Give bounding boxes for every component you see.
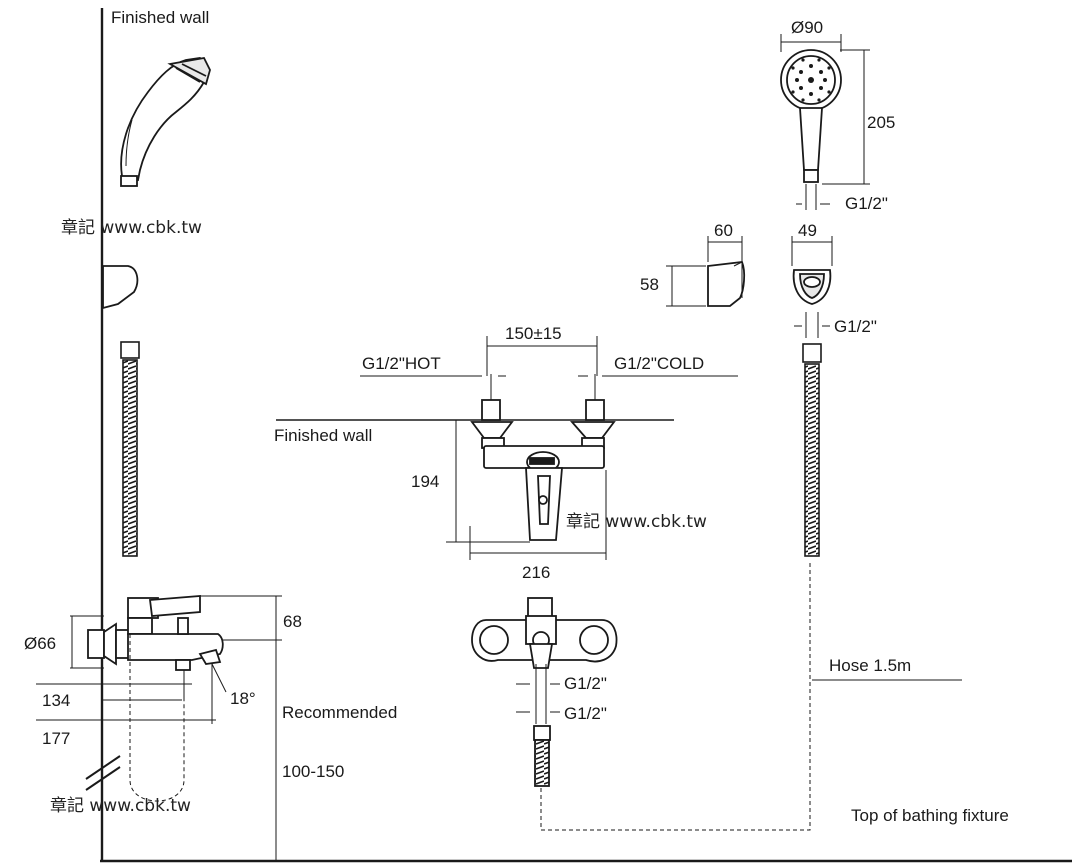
front-handshower (780, 49, 842, 183)
side-mixer (87, 595, 224, 671)
dim-150: 150±15 (505, 324, 562, 343)
bottom-mixer-front (471, 597, 618, 787)
dim-49: 49 (798, 221, 817, 240)
finished-wall-label-mid: Finished wall (274, 426, 373, 445)
dim-134: 134 (42, 691, 71, 710)
side-dimension-lines (36, 595, 282, 862)
watermark-3: 章記 www.cbk.tw (50, 796, 191, 816)
dim-216: 216 (522, 563, 551, 582)
thread-holder: G1/2" (834, 317, 877, 336)
watermark-2: 章記 www.cbk.tw (566, 512, 707, 532)
recommended-label: Recommended (282, 703, 398, 722)
top-of-fixture-label: Top of bathing fixture (851, 806, 1009, 825)
dim-68: 68 (283, 612, 302, 631)
thread-handshower: G1/2" (845, 194, 888, 213)
front-mixer-body (470, 421, 616, 541)
front-dimension-lines (360, 336, 738, 560)
bottom-dimension-lines (516, 560, 962, 831)
holder-dimension-lines (666, 236, 743, 307)
dim-58: 58 (640, 275, 659, 294)
outlet-thread-1: G1/2" (564, 674, 607, 693)
handshower-dimension-lines (780, 34, 870, 210)
side-hose (120, 341, 140, 557)
dim-194: 194 (411, 472, 440, 491)
inlet-cold-label: G1/2"COLD (614, 354, 705, 373)
holder-front (792, 269, 832, 305)
holder-side (707, 261, 746, 307)
front-hose (802, 343, 822, 557)
finished-wall-label-top: Finished wall (111, 8, 210, 27)
inlet-hot-label: G1/2"HOT (362, 354, 441, 373)
dim-205: 205 (867, 113, 896, 132)
side-holder (102, 265, 139, 310)
dim-phi66: Ø66 (24, 634, 57, 653)
dim-100-150: 100-150 (282, 762, 345, 781)
hose-label: Hose 1.5m (829, 656, 912, 675)
outlet-thread-2: G1/2" (564, 704, 607, 723)
front-inlet-fittings (481, 374, 605, 421)
side-handshower (120, 56, 211, 187)
dim-phi90: Ø90 (791, 18, 824, 37)
dim-60: 60 (714, 221, 733, 240)
watermark-1: 章記 www.cbk.tw (61, 218, 202, 238)
dim-177: 177 (42, 729, 71, 748)
dim-18deg: 18° (230, 689, 256, 708)
holder-front-dimension-lines (791, 236, 833, 338)
wall-and-floor-lines (85, 8, 1072, 863)
